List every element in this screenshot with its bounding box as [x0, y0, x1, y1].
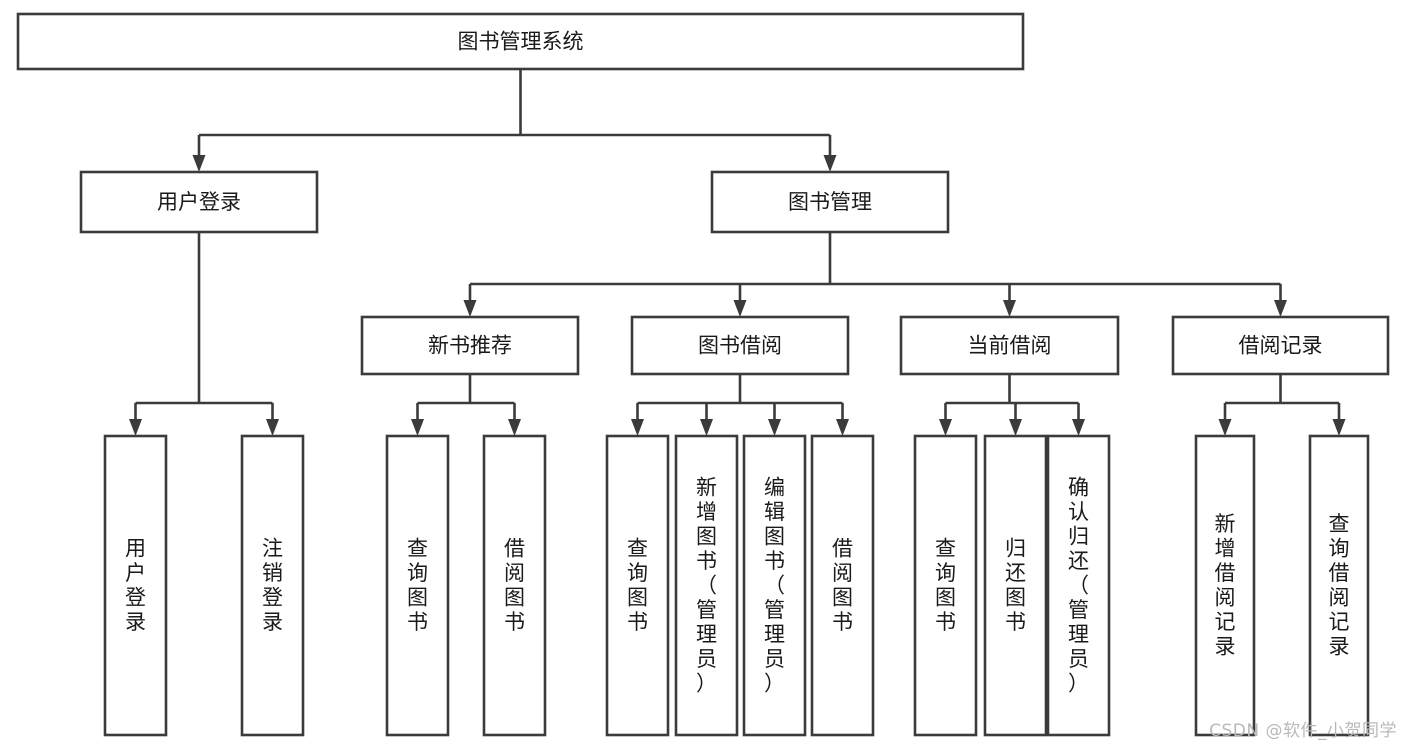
node-label-leaf-query-book-2: 查询图书 — [627, 537, 648, 635]
node-box-root[interactable] — [16, 12, 1025, 71]
node-box-book-borrow[interactable] — [630, 315, 850, 376]
node-label-leaf-borrow-book-2: 借阅图书 — [832, 537, 853, 635]
connector-layer — [129, 69, 1346, 436]
node-label-leaf-query-record: 查询借阅记录 — [1329, 512, 1350, 659]
node-box-leaf-query-book-1[interactable] — [385, 434, 450, 737]
node-label-root: 图书管理系统 — [458, 30, 584, 54]
connectors-from-user-login — [129, 232, 279, 436]
node-box-leaf-logout[interactable] — [240, 434, 305, 737]
node-box-new-book-recommend[interactable] — [360, 315, 580, 376]
node-leaf-query-book-3[interactable]: 查询图书 — [913, 434, 978, 737]
csdn-watermark: CSDN @软件_小贺同学 — [1209, 721, 1397, 741]
node-label-leaf-add-record: 新增借阅记录 — [1215, 512, 1236, 659]
node-label-current-borrow: 当前借阅 — [968, 334, 1052, 358]
node-label-leaf-borrow-book-1: 借阅图书 — [504, 537, 525, 635]
node-label-borrow-records: 借阅记录 — [1239, 334, 1323, 358]
node-leaf-borrow-book-2[interactable]: 借阅图书 — [810, 434, 875, 737]
node-label-leaf-user-login: 用户登录 — [125, 537, 146, 635]
node-box-current-borrow[interactable] — [899, 315, 1120, 376]
node-box-book-management[interactable] — [710, 170, 950, 234]
node-user-login[interactable]: 用户登录 — [79, 170, 319, 234]
node-box-leaf-query-record[interactable] — [1308, 434, 1370, 737]
node-box-leaf-return-book[interactable] — [983, 434, 1048, 737]
node-box-leaf-query-book-2[interactable] — [605, 434, 670, 737]
connectors-from-root — [192, 69, 837, 172]
node-layer: 图书管理系统用户登录图书管理新书推荐图书借阅当前借阅借阅记录用户登录注销登录查询… — [16, 12, 1390, 737]
connectors-from-book-borrow — [631, 374, 849, 436]
node-label-leaf-logout: 注销登录 — [262, 537, 283, 635]
connectors-from-current-borrow — [939, 374, 1085, 436]
node-box-leaf-query-book-3[interactable] — [913, 434, 978, 737]
node-root[interactable]: 图书管理系统 — [16, 12, 1025, 71]
node-label-leaf-query-book-1: 查询图书 — [407, 537, 428, 635]
node-leaf-borrow-book-1[interactable]: 借阅图书 — [482, 434, 547, 737]
node-label-leaf-return-book: 归还图书 — [1005, 537, 1026, 635]
node-box-leaf-user-login[interactable] — [103, 434, 168, 737]
node-label-book-management: 图书管理 — [788, 190, 872, 214]
node-leaf-query-book-2[interactable]: 查询图书 — [605, 434, 670, 737]
node-leaf-edit-book[interactable]: 编辑图书（管理员） — [742, 434, 807, 737]
node-leaf-query-record[interactable]: 查询借阅记录 — [1308, 434, 1370, 737]
node-box-leaf-edit-book[interactable] — [742, 434, 807, 737]
node-label-book-borrow: 图书借阅 — [698, 334, 782, 358]
node-leaf-logout[interactable]: 注销登录 — [240, 434, 305, 737]
connectors-from-new-book-recommend — [411, 374, 521, 436]
node-label-leaf-add-book: 新增图书（管理员） — [696, 475, 717, 695]
node-label-leaf-confirm-return: 确认归还（管理员） — [1068, 475, 1089, 695]
node-label-leaf-edit-book: 编辑图书（管理员） — [764, 475, 785, 695]
node-book-management[interactable]: 图书管理 — [710, 170, 950, 234]
node-box-user-login[interactable] — [79, 170, 319, 234]
node-box-leaf-add-record[interactable] — [1194, 434, 1256, 737]
node-leaf-user-login[interactable]: 用户登录 — [103, 434, 168, 737]
node-leaf-confirm-return[interactable]: 确认归还（管理员） — [1046, 434, 1111, 737]
node-label-leaf-query-book-3: 查询图书 — [935, 537, 956, 635]
node-label-new-book-recommend: 新书推荐 — [428, 334, 512, 358]
connectors-from-borrow-records — [1218, 374, 1346, 436]
node-leaf-query-book-1[interactable]: 查询图书 — [385, 434, 450, 737]
node-borrow-records[interactable]: 借阅记录 — [1171, 315, 1390, 376]
node-book-borrow[interactable]: 图书借阅 — [630, 315, 850, 376]
node-box-borrow-records[interactable] — [1171, 315, 1390, 376]
node-new-book-recommend[interactable]: 新书推荐 — [360, 315, 580, 376]
node-leaf-return-book[interactable]: 归还图书 — [983, 434, 1048, 737]
node-label-user-login: 用户登录 — [157, 190, 241, 214]
node-box-leaf-borrow-book-2[interactable] — [810, 434, 875, 737]
node-current-borrow[interactable]: 当前借阅 — [899, 315, 1120, 376]
node-leaf-add-book[interactable]: 新增图书（管理员） — [674, 434, 739, 737]
node-box-leaf-confirm-return[interactable] — [1046, 434, 1111, 737]
node-leaf-add-record[interactable]: 新增借阅记录 — [1194, 434, 1256, 737]
node-box-leaf-add-book[interactable] — [674, 434, 739, 737]
connectors-from-book-management — [463, 232, 1287, 317]
node-box-leaf-borrow-book-1[interactable] — [482, 434, 547, 737]
